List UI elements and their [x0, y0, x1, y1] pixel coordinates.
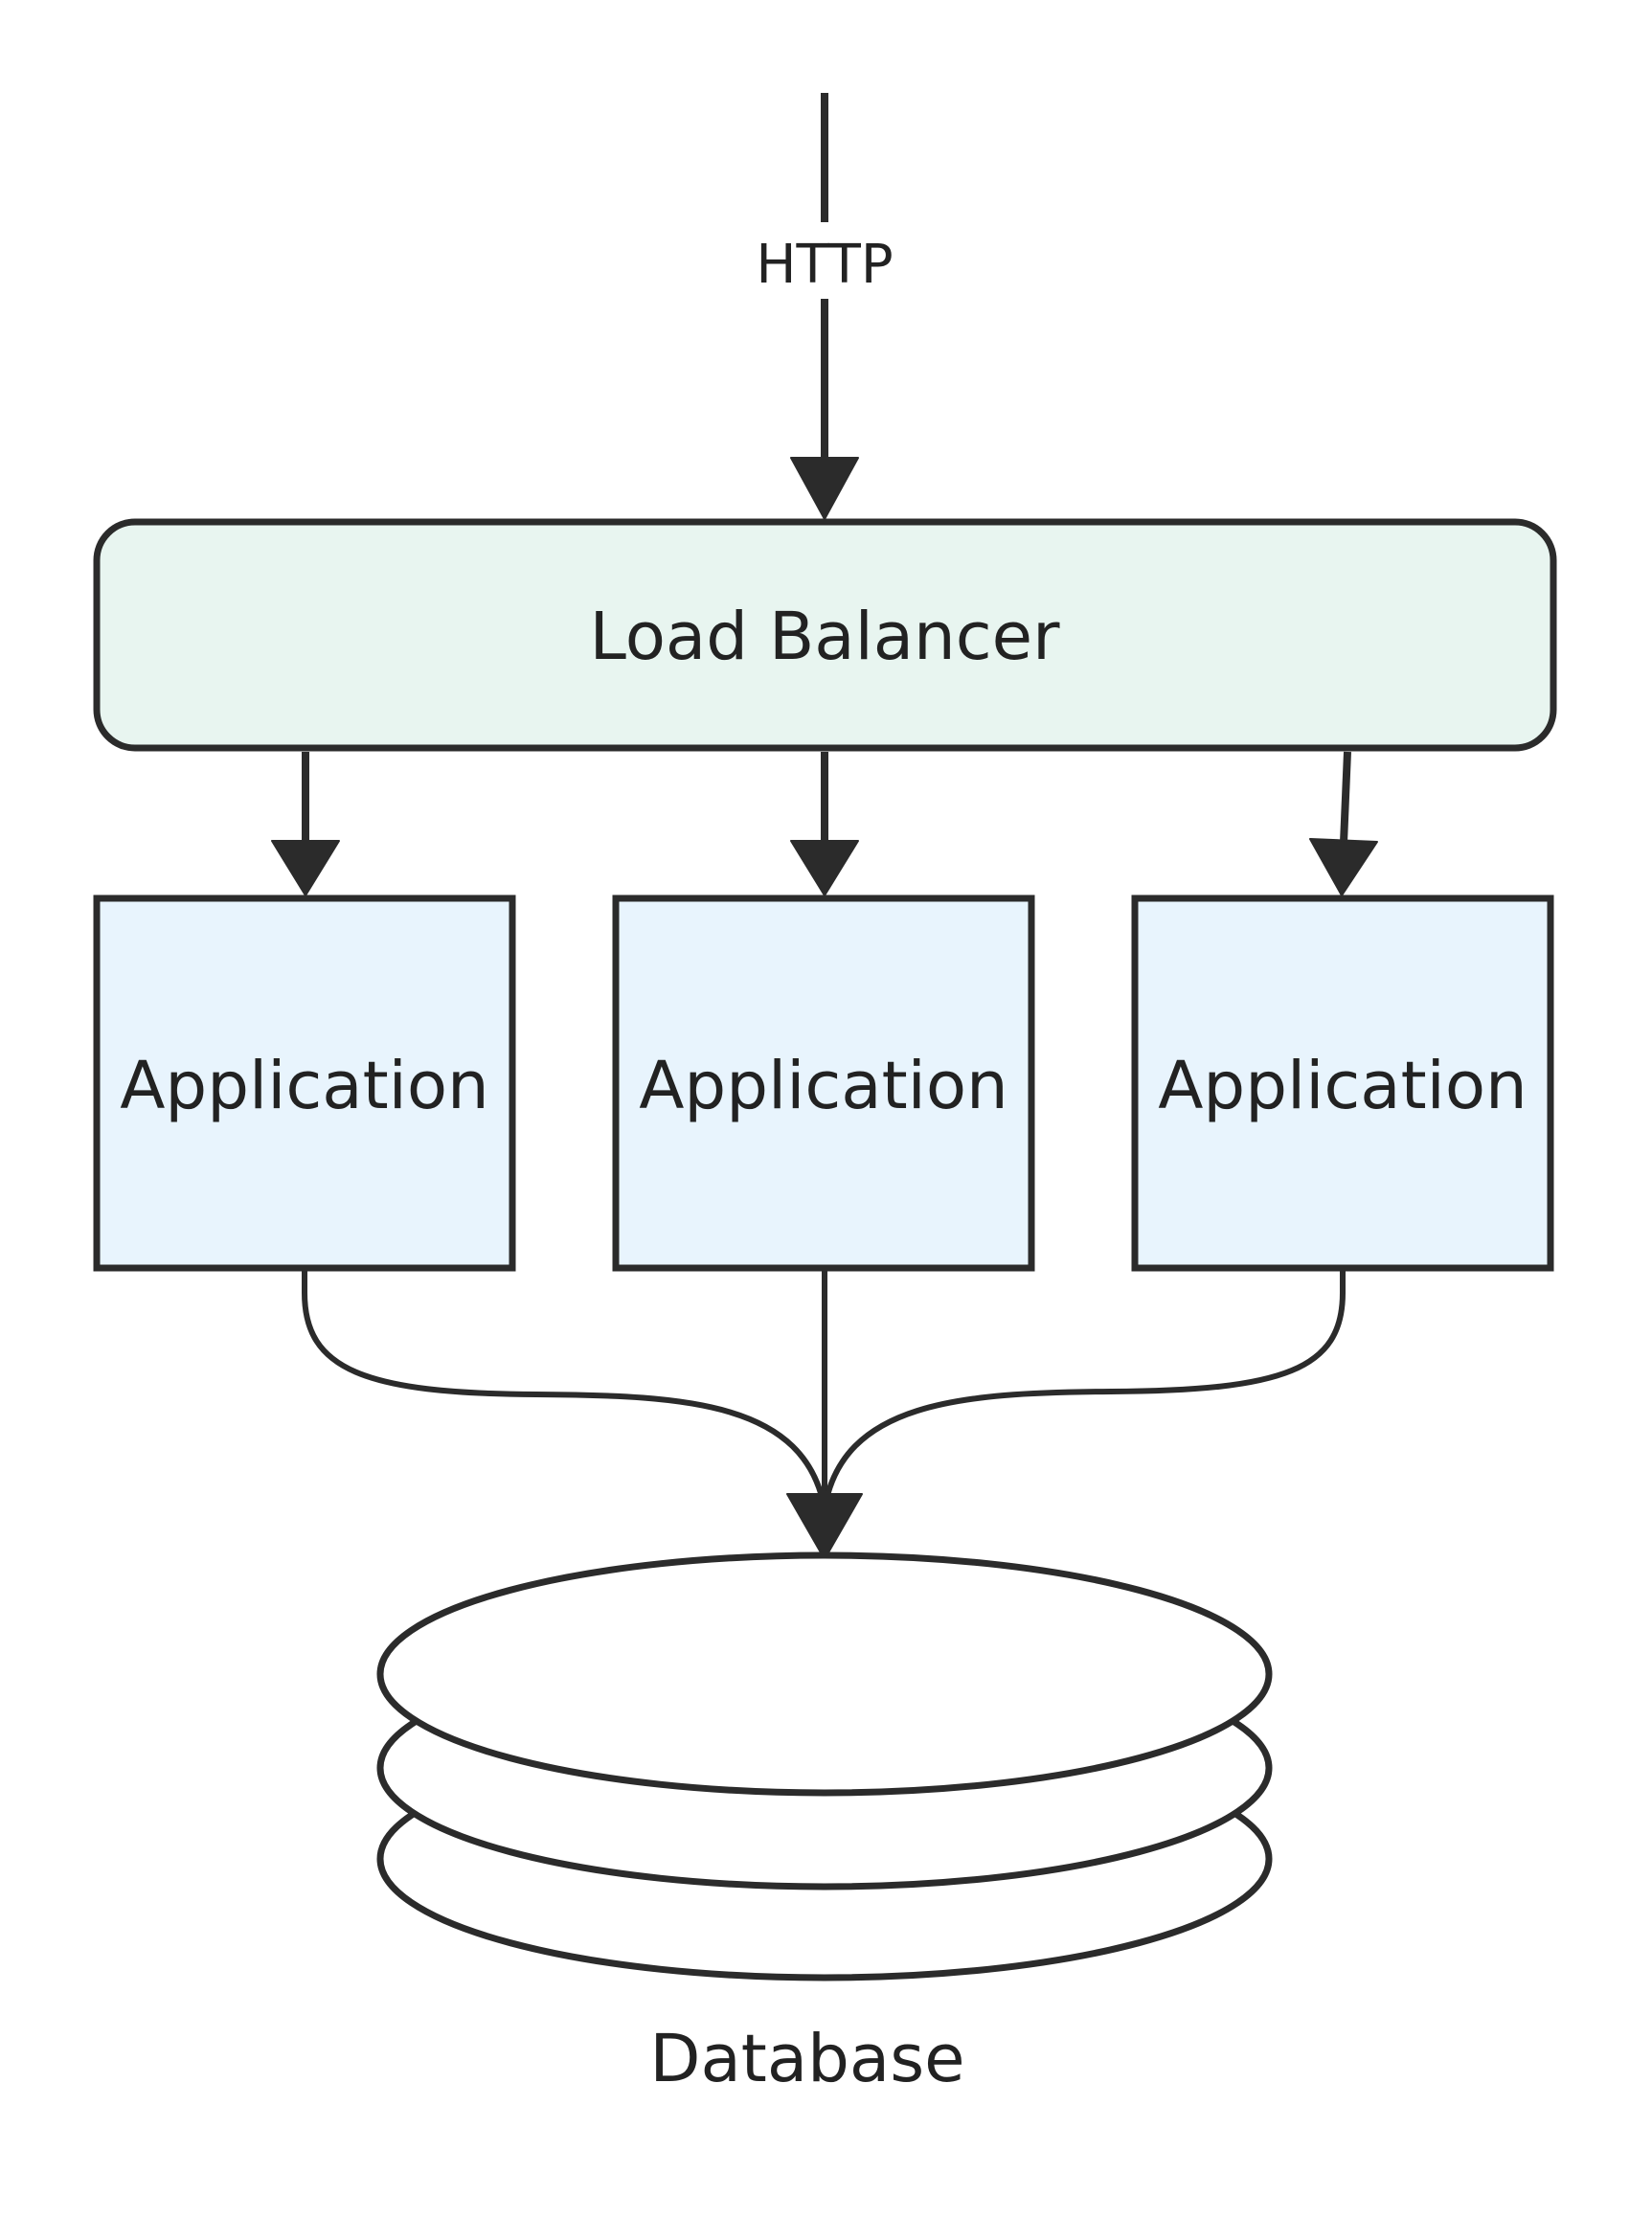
application-box-2 — [612, 894, 1035, 1272]
lb-to-app-edge-1-arrowhead — [271, 840, 340, 896]
application-node-1[interactable]: Application — [93, 894, 516, 1272]
lb-to-app-edge-1 — [271, 752, 340, 896]
application-box-3 — [1131, 894, 1554, 1272]
app-to-db-edge-3 — [822, 1271, 1346, 1509]
lb-to-app-edge-3 — [1309, 751, 1378, 896]
load-balancer-node[interactable]: Load Balancer — [93, 518, 1557, 752]
lb-to-app-edge-3-arrowhead — [1309, 838, 1378, 896]
lb-to-app-edge-3-line — [1340, 751, 1351, 844]
application-label-2: Application — [639, 1048, 1008, 1124]
app-to-db-arrowhead — [786, 1493, 863, 1560]
application-label-3: Application — [1158, 1048, 1528, 1124]
lb-to-app-edge-2-arrowhead — [790, 840, 859, 896]
application-label-1: Application — [120, 1048, 489, 1124]
lb-to-app-edge-2 — [790, 752, 859, 896]
database-node[interactable]: Database — [376, 1551, 1273, 2097]
load-balancer-box — [93, 518, 1557, 752]
database-label: Database — [649, 2021, 964, 2097]
application-node-2[interactable]: Application — [612, 894, 1035, 1272]
http-edge: HTTP — [756, 93, 894, 520]
database-disk-top — [376, 1551, 1273, 1797]
application-box-1 — [93, 894, 516, 1272]
http-edge-label: HTTP — [756, 234, 893, 296]
load-balancer-label: Load Balancer — [589, 599, 1060, 675]
app-to-db-edge-1 — [302, 1271, 827, 1509]
http-arrowhead — [790, 457, 859, 520]
lb-to-app-edges — [271, 751, 1378, 896]
application-node-3[interactable]: Application — [1131, 894, 1554, 1272]
app-to-db-edges — [302, 1271, 1346, 1560]
